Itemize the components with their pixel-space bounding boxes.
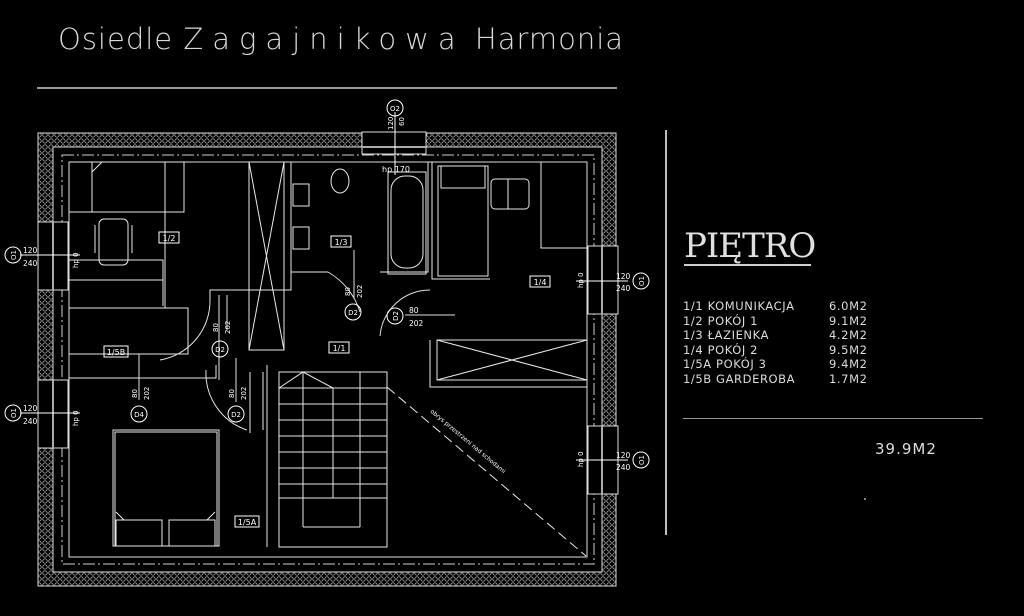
- door-height-dim: 202: [240, 387, 248, 400]
- room-tag-1-3: 1/3: [335, 238, 348, 247]
- sill-height: hp 0: [72, 252, 80, 268]
- stair-void-annotation: obrys przestrzeni nad schodami: [429, 408, 507, 475]
- room-tag-1-4: 1/4: [534, 278, 547, 287]
- window-tag-o1-right-upper: O1: [638, 276, 646, 286]
- room-tag-boxes: [103, 231, 551, 528]
- door-tag-d2-a: D2: [215, 346, 225, 354]
- window-tag-o1-left-upper: O1: [10, 250, 18, 260]
- room-row: 1/4 POKÓJ 2 9.5M2: [683, 343, 868, 358]
- window-width-dim: 120: [616, 451, 631, 460]
- door-width-dim: 80: [344, 287, 352, 296]
- room-tag-1-2: 1/2: [163, 234, 176, 243]
- room-area: 4.2M2: [829, 328, 868, 343]
- total-divider: [683, 418, 983, 419]
- decorative-dot: [864, 498, 866, 500]
- window-width-dim: 120: [616, 272, 631, 281]
- window-tag-o1-left-lower: O1: [10, 408, 18, 418]
- room-area: 9.1M2: [829, 313, 868, 328]
- room-row: 1/5A POKÓJ 3 9.4M2: [683, 357, 868, 372]
- room-name: 1/5A POKÓJ 3: [683, 357, 767, 372]
- door-width-dim: 80: [212, 323, 220, 332]
- window-height-dim: 240: [616, 463, 631, 472]
- door-tags: [130, 303, 404, 423]
- window-height-dim-o2: 60: [398, 117, 406, 126]
- door-width-dim: 80: [409, 306, 419, 315]
- floor-title: PIĘTRO: [684, 226, 816, 266]
- page-title: Osiedle Zagajnikowa Harmonia: [58, 22, 625, 56]
- room-name: 1/4 POKÓJ 2: [683, 342, 759, 357]
- window-height-dim: 240: [23, 259, 38, 268]
- room-row: 1/3 ŁAZIENKA 4.2M2: [683, 328, 868, 343]
- door-swings: [138, 250, 455, 431]
- window-tag-o2: O2: [390, 105, 400, 113]
- window-right-lower: [576, 425, 628, 495]
- door-width-dim: 80: [131, 389, 139, 398]
- window-width-dim: 120: [23, 404, 38, 413]
- sill-height: hp 0: [577, 451, 585, 467]
- window-left-upper: [20, 221, 80, 291]
- window-height-dim: 240: [616, 284, 631, 293]
- room-tag-1-5a: 1/5A: [238, 518, 257, 527]
- room-row: 1/5B GARDEROBA 1.7M2: [683, 372, 868, 387]
- door-height-dim: 202: [356, 285, 364, 298]
- panel-divider: [665, 130, 667, 535]
- window-width-dim: 120: [23, 246, 38, 255]
- window-tag-o1-right-lower: O1: [638, 455, 646, 465]
- door-tag-d2-b: D2: [231, 411, 241, 419]
- door-tag-d4: D4: [134, 411, 144, 419]
- room-area-list: 1/1 KOMUNIKACJA 6.0M2 1/2 POKÓJ 1 9.1M2 1/…: [683, 299, 868, 387]
- room-name: 1/5B GARDEROBA: [683, 371, 796, 386]
- room-area: 6.0M2: [829, 299, 868, 313]
- sill-height: hp 0: [72, 410, 80, 426]
- window-tags: [4, 246, 650, 469]
- room-name: 1/3 ŁAZIENKA: [683, 328, 770, 343]
- door-height-dim: 202: [224, 321, 232, 334]
- door-width-dim: 80: [228, 389, 236, 398]
- door-height-dim: 202: [143, 387, 151, 400]
- window-right-upper: [576, 245, 628, 315]
- door-height-dim: 202: [409, 319, 424, 328]
- room-tag-1-1: 1/1: [333, 344, 346, 353]
- room-row: 1/2 POKÓJ 1 9.1M2: [683, 314, 868, 329]
- door-tag-d2-d: D2: [392, 311, 400, 321]
- total-area: 39.9M2: [875, 440, 937, 458]
- room-row: 1/1 KOMUNIKACJA 6.0M2: [683, 299, 868, 314]
- sill-height: hp 0: [577, 272, 585, 288]
- window-height-dim: 240: [23, 417, 38, 426]
- floor-title-underline: [684, 264, 811, 266]
- window-top-bathroom: [361, 99, 427, 175]
- floor-plan: 1/2 1/3 1/4 1/1 1/5B 1/5A D2 D4 D2 D2 D2…: [4, 99, 650, 587]
- room-name: 1/1 KOMUNIKACJA: [683, 299, 795, 313]
- room-tag-1-5b: 1/5B: [107, 348, 125, 357]
- room-area: 9.5M2: [829, 342, 868, 357]
- window-left-lower: [20, 379, 80, 449]
- sill-height-bath: hp 170: [382, 165, 410, 174]
- room-name: 1/2 POKÓJ 1: [683, 313, 759, 328]
- interior-walls: [68, 161, 588, 557]
- room-area: 1.7M2: [829, 371, 868, 386]
- room-area: 9.4M2: [829, 357, 868, 372]
- window-width-dim-o2: 120: [387, 117, 395, 130]
- door-tag-d2-c: D2: [348, 309, 358, 317]
- title-divider: [37, 87, 617, 89]
